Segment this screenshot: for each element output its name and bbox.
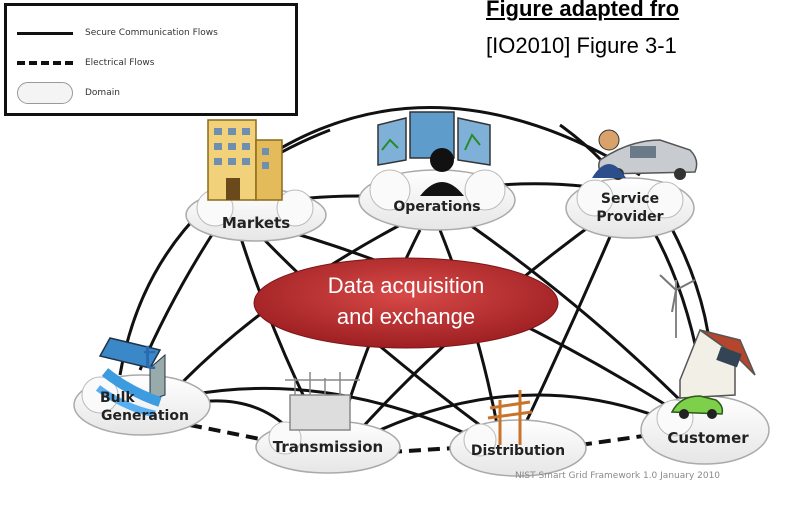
power-pole-icon	[487, 390, 533, 445]
house-wind-car-icon	[659, 274, 756, 419]
data-exchange-oval: Data acquisition and exchange	[253, 257, 559, 349]
person-car-icon	[592, 129, 698, 180]
flow-bulk-distribution	[189, 386, 481, 442]
solid-line-swatch	[17, 31, 73, 35]
domain-label-operations: Operations	[393, 199, 480, 215]
monitors-operator-icon	[377, 111, 491, 196]
domain-label-transmission: Transmission	[273, 438, 383, 456]
domain-cloud-bulk-generation	[73, 374, 211, 436]
flow-operations-customer	[469, 223, 692, 412]
substation-icon	[285, 372, 360, 431]
figure-caption-title: Figure adapted fro	[486, 0, 680, 21]
cloud-swatch	[17, 82, 73, 104]
legend-label: Electrical Flows	[85, 58, 155, 68]
domain-label-provider: Provider	[596, 209, 663, 225]
electrical-flows	[189, 423, 651, 454]
domain-cloud-distribution	[449, 419, 587, 477]
elec-bulk-transmission	[189, 423, 266, 442]
elec-distribution-customer	[579, 433, 651, 447]
source-credit: NIST Smart Grid Framework 1.0 January 20…	[515, 471, 721, 481]
flow-provider-distribution	[518, 224, 617, 436]
domain-label-service: Service	[601, 191, 659, 207]
domain-cloud-operations	[358, 169, 516, 231]
domain-label-distribution: Distribution	[471, 443, 565, 459]
dashed-line-swatch	[17, 61, 73, 65]
legend-item-electrical: Electrical Flows	[17, 58, 154, 68]
domain-cloud-service-provider	[565, 177, 695, 239]
domain-label-customer: Customer	[667, 429, 749, 447]
elec-transmission-distribution	[389, 446, 456, 454]
legend-item-communication: Secure Communication Flows	[17, 28, 218, 38]
domain-label-markets: Markets	[222, 214, 290, 232]
domain-label-bulk: Bulk	[100, 390, 135, 406]
legend-label: Domain	[85, 88, 120, 98]
flow-bulk-customer-outer	[118, 128, 331, 376]
dam-icon	[95, 337, 166, 418]
center-label-line2: and exchange	[337, 304, 475, 329]
flow-markets-provider-arc	[239, 106, 641, 177]
domain-label-generation: Generation	[101, 408, 189, 424]
cropped-side-text: t	[143, 338, 156, 377]
figure-caption-reference: [IO2010] Figure 3-1	[486, 33, 677, 58]
legend-item-domain: Domain	[17, 82, 120, 104]
legend-label: Secure Communication Flows	[85, 28, 218, 38]
center-label-line1: Data acquisition	[328, 273, 485, 298]
building-icon	[207, 119, 283, 201]
legend: Secure Communication Flows Electrical Fl…	[4, 3, 298, 116]
